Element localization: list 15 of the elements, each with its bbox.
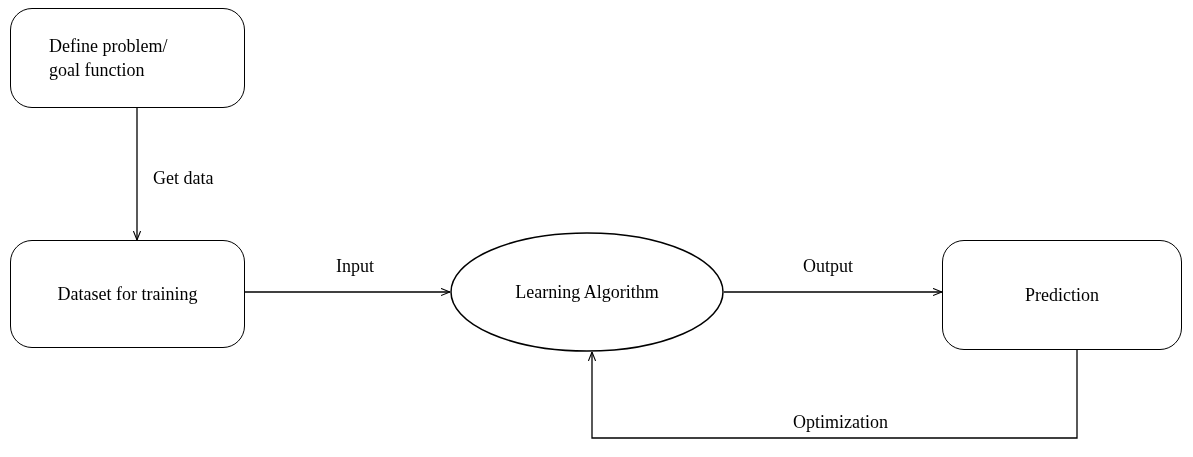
process-box [942, 240, 1182, 350]
process-box [10, 240, 245, 348]
node-label: Dataset for training [57, 282, 198, 306]
arrow [587, 349, 1078, 439]
edge-label: Output [800, 256, 856, 277]
node-label: Define problem/ goal function [49, 34, 169, 82]
arrow [244, 287, 451, 297]
edge-label: Input [333, 256, 377, 277]
process-box [10, 8, 245, 108]
arrow [723, 287, 943, 297]
process-ellipse [450, 232, 724, 352]
arrow [132, 107, 142, 241]
node-label: Prediction [1025, 283, 1099, 307]
edge-label: Optimization [790, 412, 891, 433]
node-label: Learning Algorithm [515, 280, 659, 304]
